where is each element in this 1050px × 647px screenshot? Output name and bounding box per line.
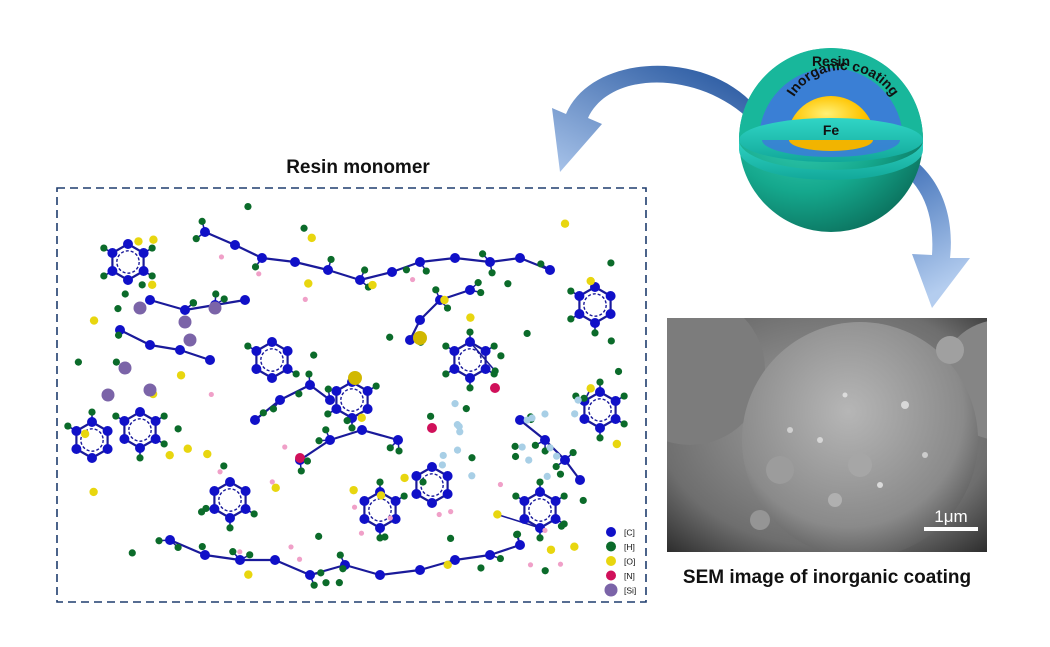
- legend-swatch-0: [606, 527, 616, 537]
- molecule-frame: [56, 187, 647, 603]
- legend-label-4: [Si]: [624, 586, 636, 596]
- scale-bar: [924, 527, 978, 531]
- fe-core-label: Fe: [823, 122, 840, 138]
- legend-label-1: [H]: [624, 542, 635, 552]
- legend-swatch-1: [606, 541, 616, 552]
- sem-caption: SEM image of inorganic coating: [683, 567, 971, 588]
- curved-arrow-to-resin: [552, 65, 760, 172]
- atom-legend: [C] [H] [O] [N] [Si]: [604, 527, 636, 597]
- legend-swatch-4: [604, 583, 618, 597]
- legend-swatch-3: [606, 570, 616, 581]
- resin-monomer-title: Resin monomer: [286, 157, 430, 178]
- scale-bar-label: 1μm: [934, 507, 967, 526]
- legend-label-2: [O]: [624, 557, 635, 567]
- legend-label-3: [N]: [624, 571, 635, 581]
- molecule-model: [64, 202, 628, 589]
- core-shell-particle: Resin Inorganic coating Fe: [739, 48, 923, 232]
- resin-layer-label: Resin: [812, 53, 850, 69]
- legend-label-0: [C]: [624, 528, 635, 538]
- sem-image: [667, 318, 987, 552]
- legend-swatch-2: [606, 556, 616, 566]
- curved-arrow-to-sem: [880, 145, 970, 308]
